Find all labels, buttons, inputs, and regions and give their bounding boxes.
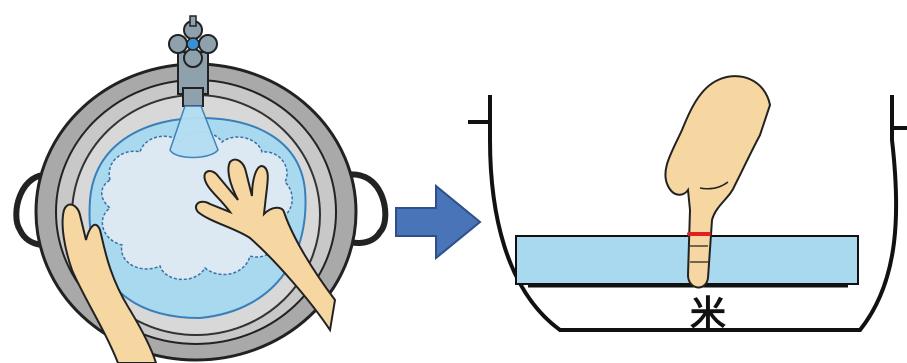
- right-arrow-icon: [396, 186, 480, 258]
- rice-label: 米: [690, 294, 726, 335]
- rice-washing-illustration: [16, 16, 385, 363]
- water-layer: [516, 236, 858, 284]
- measuring-water-illustration: 米: [468, 76, 907, 335]
